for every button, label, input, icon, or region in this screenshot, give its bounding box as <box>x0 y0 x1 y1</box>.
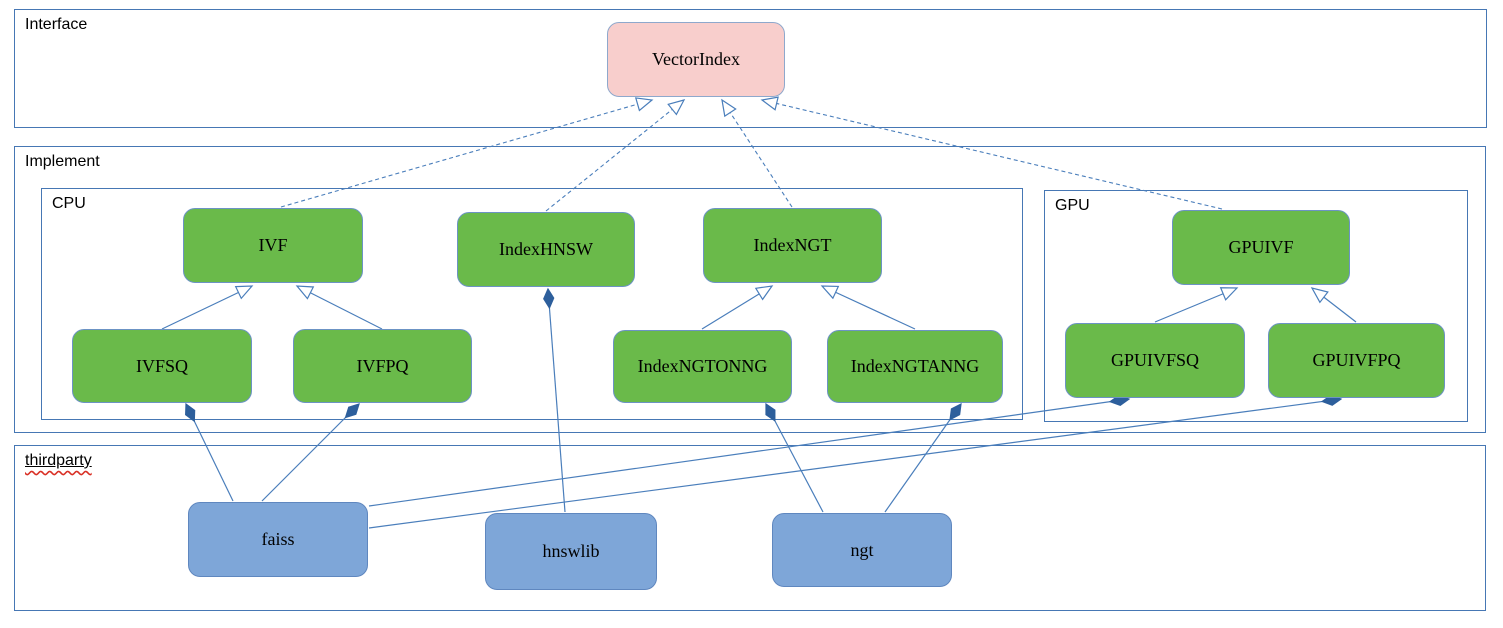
node-IndexNGT: IndexNGT <box>703 208 882 283</box>
node-GPUIVFPQ: GPUIVFPQ <box>1268 323 1445 398</box>
node-GPUIVFSQ: GPUIVFSQ <box>1065 323 1245 398</box>
node-label-IVF: IVF <box>258 235 288 255</box>
node-label-GPUIVF: GPUIVF <box>1228 237 1294 257</box>
node-label-IndexHNSW: IndexHNSW <box>499 239 593 259</box>
node-label-GPUIVFSQ: GPUIVFSQ <box>1110 350 1200 370</box>
node-label-GPUIVFPQ: GPUIVFPQ <box>1312 350 1401 370</box>
section-label-gpu: GPU <box>1055 197 1090 214</box>
node-label-IndexNGTONNG: IndexNGTONNG <box>637 356 768 376</box>
node-label-IndexNGTANNG: IndexNGTANNG <box>850 356 980 376</box>
node-label-ngt: ngt <box>850 539 874 560</box>
section-label-implement: Implement <box>25 153 100 170</box>
section-label-cpu: CPU <box>52 195 86 212</box>
node-hnswlib: hnswlib <box>485 513 657 590</box>
section-label-thirdparty: thirdparty <box>25 451 92 470</box>
node-IndexNGTANNG: IndexNGTANNG <box>827 330 1003 403</box>
section-label-interface: Interface <box>25 16 88 33</box>
node-label-IVFPQ: IVFPQ <box>356 355 409 376</box>
node-label-hnswlib: hnswlib <box>542 541 600 561</box>
node-ngt: ngt <box>772 513 952 587</box>
node-IndexNGTONNG: IndexNGTONNG <box>613 330 792 403</box>
node-label-IndexNGT: IndexNGT <box>753 235 832 255</box>
node-faiss: faiss <box>188 502 368 577</box>
node-IVF: IVF <box>183 208 363 283</box>
node-VectorIndex: VectorIndex <box>607 22 785 97</box>
node-label-faiss: faiss <box>261 529 295 549</box>
node-label-IVFSQ: IVFSQ <box>135 355 188 376</box>
node-label-VectorIndex: VectorIndex <box>652 49 740 69</box>
node-IndexHNSW: IndexHNSW <box>457 212 635 287</box>
node-GPUIVF: GPUIVF <box>1172 210 1350 285</box>
node-IVFSQ: IVFSQ <box>72 329 252 403</box>
node-IVFPQ: IVFPQ <box>293 329 472 403</box>
section-label-text-thirdparty: thirdparty <box>25 452 92 469</box>
